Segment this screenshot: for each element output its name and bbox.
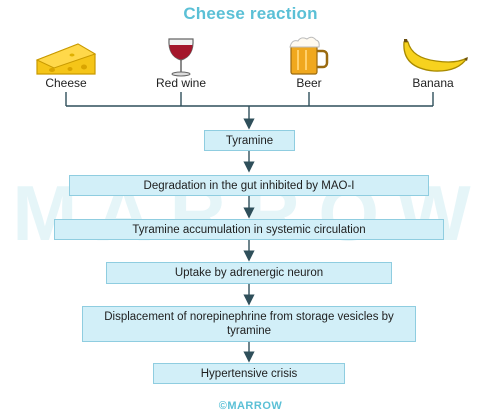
cheese-icon (35, 43, 97, 75)
footer-copyright: ©MARROW (218, 400, 283, 412)
step-tyramine-accumulation: Tyramine accumulation in systemic circul… (54, 219, 444, 240)
food-label-red-wine: Red wine (155, 76, 207, 90)
diagram-title: Cheese reaction (183, 4, 318, 23)
wine-glass-icon (168, 38, 194, 77)
step-degradation-inhibited: Degradation in the gut inhibited by MAO-… (69, 175, 429, 196)
beer-mug-icon (289, 36, 329, 75)
food-label-cheese: Cheese (45, 76, 87, 90)
step-tyramine: Tyramine (204, 130, 295, 151)
step-norepinephrine-displacement: Displacement of norepinephrine from stor… (82, 306, 416, 342)
step-hypertensive-crisis: Hypertensive crisis (153, 363, 345, 384)
step-uptake-adrenergic: Uptake by adrenergic neuron (106, 262, 392, 284)
food-label-banana: Banana (412, 76, 454, 90)
food-label-beer: Beer (296, 76, 322, 90)
banana-icon (403, 39, 468, 72)
